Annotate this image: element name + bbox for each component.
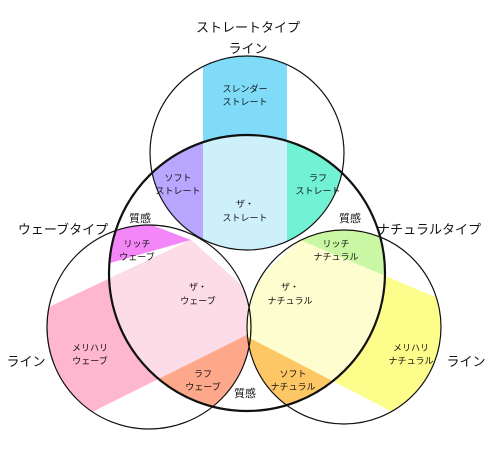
region-the-natural: ザ・ ナチュラル bbox=[267, 282, 312, 307]
svg-text:ストレート: ストレート bbox=[155, 187, 200, 197]
region-rich-wave: リッチ ウェーブ bbox=[119, 239, 154, 263]
texture-label-right: 質感 bbox=[339, 211, 361, 225]
region-merihari-natural: メリハリ ナチュラル bbox=[388, 344, 433, 367]
region-the-wave: ザ・ ウェーブ bbox=[180, 282, 215, 307]
svg-text:メリハリ: メリハリ bbox=[72, 344, 108, 354]
region-slender-straight: スレンダー ストレート bbox=[222, 83, 267, 108]
svg-text:ナチュラル: ナチュラル bbox=[388, 356, 433, 367]
svg-text:ザ・: ザ・ bbox=[236, 199, 254, 210]
svg-text:ウェーブ: ウェーブ bbox=[185, 381, 220, 393]
svg-text:ウェーブ: ウェーブ bbox=[72, 355, 107, 367]
region-rough-wave: ラフ ウェーブ bbox=[185, 369, 220, 393]
region-soft-natural: ソフト ナチュラル bbox=[270, 370, 315, 393]
region-rich-natural: リッチ ナチュラル bbox=[313, 239, 358, 263]
straight-type-title: ストレートタイプ bbox=[196, 21, 300, 36]
svg-text:ザ・: ザ・ bbox=[281, 282, 299, 293]
region-the-straight: ザ・ ストレート bbox=[222, 199, 267, 224]
svg-text:ストレート: ストレート bbox=[295, 187, 340, 197]
region-soft-straight: ソフト ストレート bbox=[155, 174, 200, 197]
svg-text:リッチ: リッチ bbox=[123, 239, 150, 250]
svg-text:ウェーブ: ウェーブ bbox=[180, 295, 215, 307]
texture-circle bbox=[107, 133, 387, 413]
svg-text:ウェーブ: ウェーブ bbox=[119, 251, 154, 263]
straight-type-circle bbox=[149, 55, 345, 251]
svg-text:ナチュラル: ナチュラル bbox=[267, 296, 312, 307]
wave-circle-regions bbox=[47, 225, 251, 428]
svg-text:ソフト: ソフト bbox=[279, 370, 306, 380]
svg-text:リッチ: リッチ bbox=[322, 239, 349, 250]
wave-type-circle bbox=[46, 224, 252, 430]
svg-text:ザ・: ザ・ bbox=[189, 282, 207, 293]
natural-line-label: ライン bbox=[446, 355, 485, 370]
svg-text:ストレート: ストレート bbox=[222, 98, 267, 108]
svg-text:ストレート: ストレート bbox=[222, 214, 267, 224]
texture-label-bottom: 質感 bbox=[234, 386, 256, 400]
region-rough-straight: ラフ ストレート bbox=[295, 173, 340, 197]
svg-text:ラフ: ラフ bbox=[194, 369, 212, 380]
svg-text:ナチュラル: ナチュラル bbox=[313, 252, 358, 263]
texture-label-left: 質感 bbox=[129, 211, 151, 225]
wave-type-title: ウェーブタイプ bbox=[18, 222, 108, 238]
region-merihari-wave: メリハリ ウェーブ bbox=[72, 344, 108, 367]
svg-text:ラフ: ラフ bbox=[309, 173, 327, 184]
natural-type-circle bbox=[246, 229, 442, 425]
wave-texture-overlap bbox=[109, 225, 251, 411]
svg-text:スレンダー: スレンダー bbox=[222, 83, 267, 95]
svg-text:メリハリ: メリハリ bbox=[393, 344, 429, 354]
natural-type-title: ナチュラルタイプ bbox=[377, 223, 481, 238]
wave-line-label: ライン bbox=[6, 355, 45, 370]
svg-text:ソフト: ソフト bbox=[164, 174, 191, 184]
straight-line-label: ライン bbox=[228, 42, 267, 57]
svg-text:ナチュラル: ナチュラル bbox=[270, 382, 315, 393]
